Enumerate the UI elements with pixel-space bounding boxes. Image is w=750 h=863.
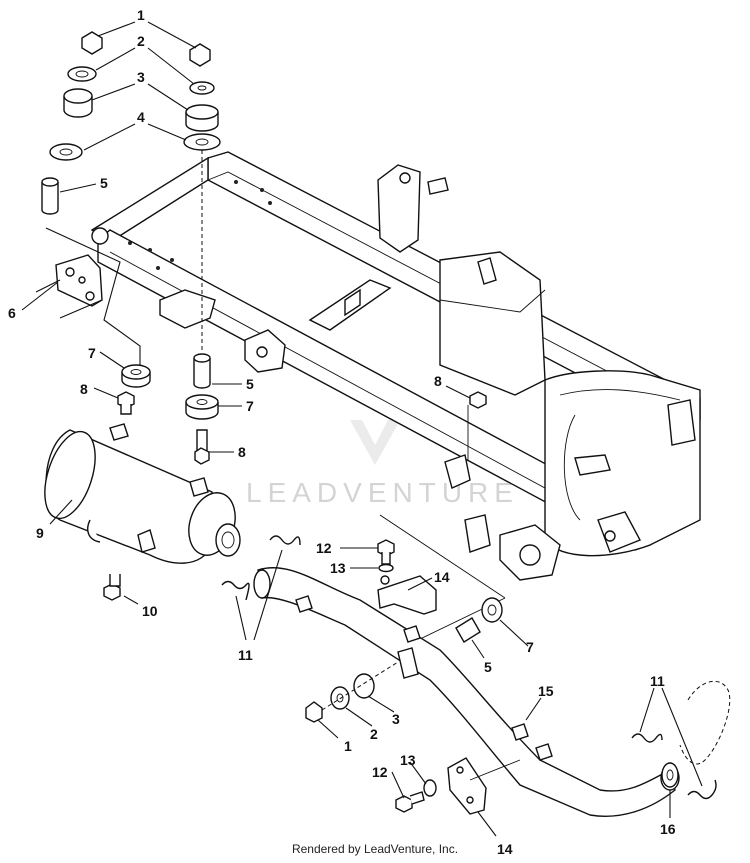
callout-3-top: 3 (137, 69, 145, 85)
center-mount-hardware (185, 353, 219, 465)
callout-5-center: 5 (246, 376, 254, 392)
callout-9: 9 (36, 525, 44, 541)
callout-15: 15 (538, 683, 554, 699)
watermark-logo (350, 420, 400, 465)
bolt-12-upper (377, 539, 395, 565)
callout-8-right: 8 (434, 373, 442, 389)
bolt-8-right (467, 391, 487, 460)
callout-1-lower: 1 (344, 738, 352, 754)
watermark-text: LEADVENTURE (246, 477, 519, 508)
bolt-12-lower (395, 791, 425, 813)
callout-12-lower: 12 (372, 764, 388, 780)
callout-3-lower: 3 (392, 711, 400, 727)
clamp-14-upper (377, 575, 437, 615)
callout-10: 10 (142, 603, 158, 619)
callout-12-upper: 12 (316, 540, 332, 556)
callout-5-right: 5 (484, 659, 492, 675)
callout-13-upper: 13 (330, 560, 346, 576)
callout-8-left: 8 (80, 381, 88, 397)
spring-11-right-upper (631, 733, 663, 743)
bracket-6 (55, 254, 103, 307)
callout-7-right: 7 (526, 639, 534, 655)
callout-1-top: 1 (137, 7, 145, 23)
callout-2-top: 2 (137, 33, 145, 49)
spring-11-upper (269, 535, 301, 546)
mount-hardware-left (41, 31, 103, 215)
callout-2-lower: 2 (370, 726, 378, 742)
callout-14-upper: 14 (434, 569, 450, 585)
callout-13-lower: 13 (400, 752, 416, 768)
mount-hardware-lower (305, 661, 399, 723)
callout-16: 16 (660, 821, 676, 837)
washer-13-lower (423, 779, 437, 797)
callout-14-lower: 14 (497, 841, 513, 857)
grommet-7-right (481, 597, 503, 623)
mount-hardware-right (183, 43, 221, 350)
spacer-5-right (455, 617, 481, 643)
callout-11-right: 11 (650, 673, 665, 689)
spring-11-right-lower (687, 779, 717, 800)
callout-11-left: 11 (238, 647, 253, 663)
clamp-14-lower (447, 757, 521, 815)
callout-4-top: 4 (137, 109, 145, 125)
frame-assembly (90, 151, 731, 765)
callout-7-center: 7 (246, 398, 254, 414)
bolt-10 (103, 574, 121, 601)
leader-lines (21, 21, 703, 837)
spring-11-lower (221, 580, 250, 601)
bolt-8-left (117, 391, 135, 415)
gasket-16 (661, 762, 679, 788)
grommet-7-left (121, 364, 151, 388)
callout-5-top: 5 (100, 175, 108, 191)
footer-credit: Rendered by LeadVenture, Inc. (291, 842, 459, 856)
callout-6: 6 (8, 305, 16, 321)
callout-7-left: 7 (88, 345, 96, 361)
callout-numbers: 1 2 3 4 5 6 7 8 5 7 8 8 9 10 11 12 13 14… (8, 7, 676, 857)
callout-8-center: 8 (238, 444, 246, 460)
washer-13-upper (378, 563, 394, 573)
muffler-9 (44, 423, 241, 564)
